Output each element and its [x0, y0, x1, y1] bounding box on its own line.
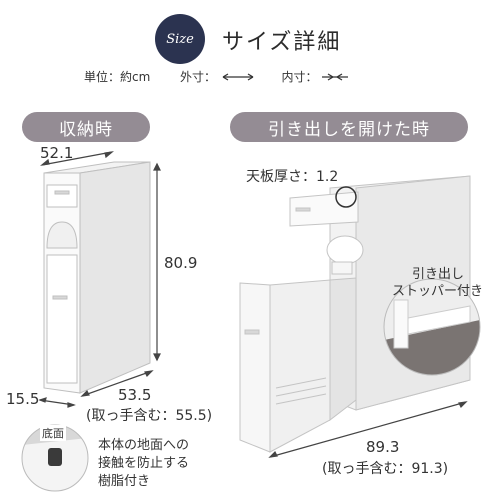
thickness-marker-icon: [335, 186, 357, 208]
outer-arrow-icon: [220, 71, 256, 85]
width-dimension: 52.1: [40, 144, 74, 162]
length-dimension: 53.5: [118, 386, 152, 404]
stopper-label: 引き出し ストッパー付き: [392, 266, 483, 300]
length-with-handle: (取っ手含む：55.5): [86, 408, 213, 424]
closed-cabinet: [43, 161, 151, 394]
bottom-badge: 底面: [40, 425, 66, 441]
stored-state-pill: 収納時: [22, 112, 150, 142]
bottom-note-line1: 本体の地面への: [98, 438, 190, 453]
depth-dimension: 15.5: [6, 390, 40, 408]
bottom-note: 本体の地面への 接触を防止する 樹脂付き: [98, 437, 189, 491]
size-badge: Size: [155, 14, 205, 64]
stopper-detail: [383, 278, 481, 376]
unit-text: 単位：約cm: [84, 70, 151, 84]
stopper-label-line2: ストッパー付き: [392, 284, 484, 299]
top-thickness-label: 天板厚さ：1.2: [246, 169, 339, 185]
stopper-label-line1: 引き出し: [412, 267, 465, 282]
open-length-with-handle: (取っ手含む：91.3): [322, 461, 449, 477]
bottom-note-line3: 樹脂付き: [98, 474, 151, 489]
open-length-dimension: 89.3: [366, 438, 400, 456]
height-dimension: 80.9: [164, 254, 198, 272]
drawer-open-pill: 引き出しを開けた時: [230, 112, 468, 142]
unit-legend: 単位：約cm 外寸： 内寸：: [84, 68, 349, 85]
bottom-note-line2: 接触を防止する: [98, 456, 190, 471]
inner-dimension-label: 内寸：: [281, 70, 318, 84]
outer-dimension-label: 外寸：: [179, 70, 216, 84]
inner-arrow-icon: [321, 71, 349, 85]
page-title: サイズ詳細: [222, 30, 342, 55]
